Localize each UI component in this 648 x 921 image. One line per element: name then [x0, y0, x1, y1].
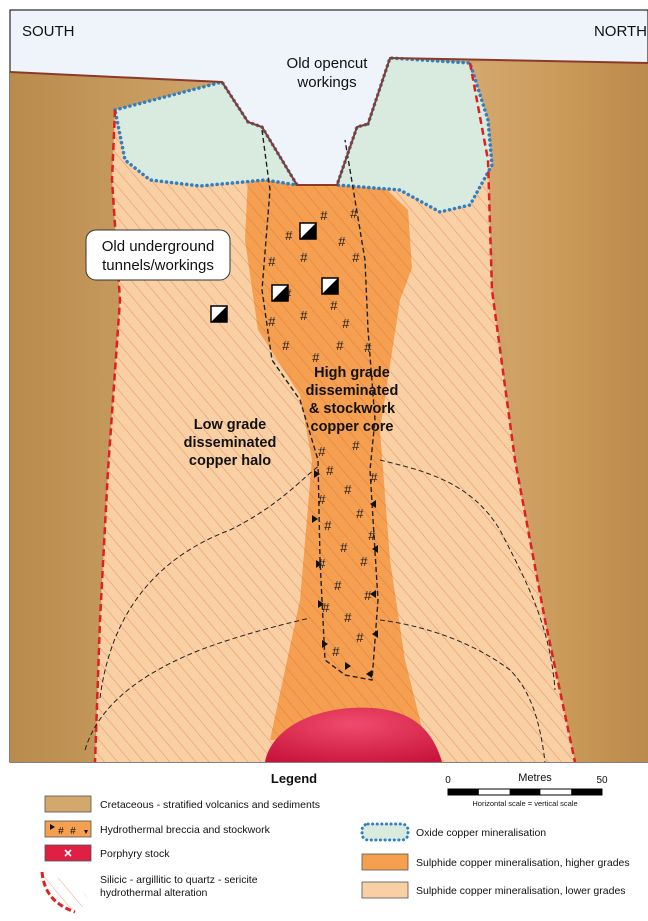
breccia-hash: #	[318, 556, 326, 571]
breccia-hash: #	[300, 308, 308, 323]
breccia-swatch: # #	[45, 821, 91, 837]
svg-text:tunnels/workings: tunnels/workings	[102, 257, 214, 274]
tunnel-icon	[322, 278, 338, 294]
breccia-hash: #	[336, 338, 344, 353]
svg-text:#: #	[70, 826, 76, 837]
svg-text:copper halo: copper halo	[189, 453, 271, 469]
south-label: SOUTH	[22, 23, 75, 40]
legend-item-sulphide-low: Sulphide copper mineralisation, lower gr…	[416, 885, 626, 897]
legend-item-breccia: Hydrothermal breccia and stockwork	[100, 824, 271, 836]
breccia-hash: #	[352, 438, 360, 453]
legend: Legend 0 Metres 50 Horizontal scale = ve…	[38, 771, 630, 916]
porphyry-swatch	[45, 845, 91, 861]
svg-text:workings: workings	[296, 74, 356, 91]
breccia-hash: #	[268, 314, 276, 329]
tunnels-callout: Old underground tunnels/workings	[86, 230, 230, 280]
breccia-hash: #	[268, 254, 276, 269]
svg-text:disseminated: disseminated	[184, 435, 277, 451]
breccia-hash: #	[285, 228, 293, 243]
breccia-hash: #	[352, 250, 360, 265]
svg-text:copper core: copper core	[311, 419, 394, 435]
tunnel-icon	[272, 285, 288, 301]
breccia-hash: #	[356, 630, 364, 645]
breccia-hash: #	[342, 316, 350, 331]
svg-text:Old opencut: Old opencut	[287, 55, 369, 72]
breccia-hash: #	[334, 578, 342, 593]
breccia-hash: #	[364, 340, 372, 355]
low-grade-label: Low grade disseminated copper halo	[184, 417, 277, 469]
svg-text:Metres: Metres	[518, 772, 552, 784]
legend-item-sulphide-high: Sulphide copper mineralisation, higher g…	[416, 857, 630, 869]
legend-item-porphyry: Porphyry stock	[100, 848, 170, 860]
legend-item-oxide: Oxide copper mineralisation	[416, 827, 546, 839]
breccia-hash: #	[326, 463, 334, 478]
breccia-hash: #	[370, 470, 378, 485]
breccia-hash: #	[318, 492, 326, 507]
svg-text:High grade: High grade	[314, 365, 390, 381]
breccia-hash: #	[322, 600, 330, 615]
breccia-hash: #	[320, 208, 328, 223]
breccia-hash: #	[332, 644, 340, 659]
svg-text:0: 0	[445, 775, 451, 786]
svg-text:& stockwork: & stockwork	[309, 401, 396, 417]
breccia-hash: #	[312, 350, 320, 365]
north-label: NORTH	[594, 23, 647, 40]
alteration-swatch	[38, 868, 98, 916]
breccia-hash: #	[368, 528, 376, 543]
legend-item-cretaceous: Cretaceous - stratified volcanics and se…	[100, 799, 320, 811]
tunnel-icon	[300, 223, 316, 239]
svg-text:disseminated: disseminated	[306, 383, 399, 399]
scale-bar: 0 Metres 50 Horizontal scale = vertical …	[445, 772, 608, 808]
svg-text:#: #	[58, 826, 64, 837]
legend-title: Legend	[271, 771, 317, 786]
breccia-hash: #	[344, 482, 352, 497]
svg-text:Low grade: Low grade	[194, 417, 267, 433]
svg-text:Horizontal scale = vertical sc: Horizontal scale = vertical scale	[472, 799, 577, 808]
breccia-hash: #	[338, 234, 346, 249]
breccia-hash: #	[360, 554, 368, 569]
legend-item-alteration-2: hydrothermal alteration	[100, 887, 208, 899]
svg-text:50: 50	[596, 775, 608, 786]
oxide-swatch	[362, 824, 408, 840]
svg-text:Old underground: Old underground	[102, 238, 215, 255]
breccia-hash: #	[356, 506, 364, 521]
breccia-hash: #	[282, 338, 290, 353]
sulphide-high-swatch	[362, 854, 408, 870]
sulphide-low-swatch	[362, 882, 408, 898]
breccia-hash: #	[300, 250, 308, 265]
legend-item-alteration: Silicic - argillitic to quartz - sericit…	[100, 874, 258, 886]
breccia-hash: #	[330, 298, 338, 313]
breccia-hash: #	[344, 610, 352, 625]
breccia-hash: #	[318, 444, 326, 459]
breccia-hash: #	[350, 206, 358, 221]
breccia-hash: #	[324, 518, 332, 533]
cretaceous-swatch	[45, 796, 91, 812]
breccia-hash: #	[364, 588, 372, 603]
breccia-hash: #	[340, 540, 348, 555]
tunnel-icon	[211, 306, 227, 322]
